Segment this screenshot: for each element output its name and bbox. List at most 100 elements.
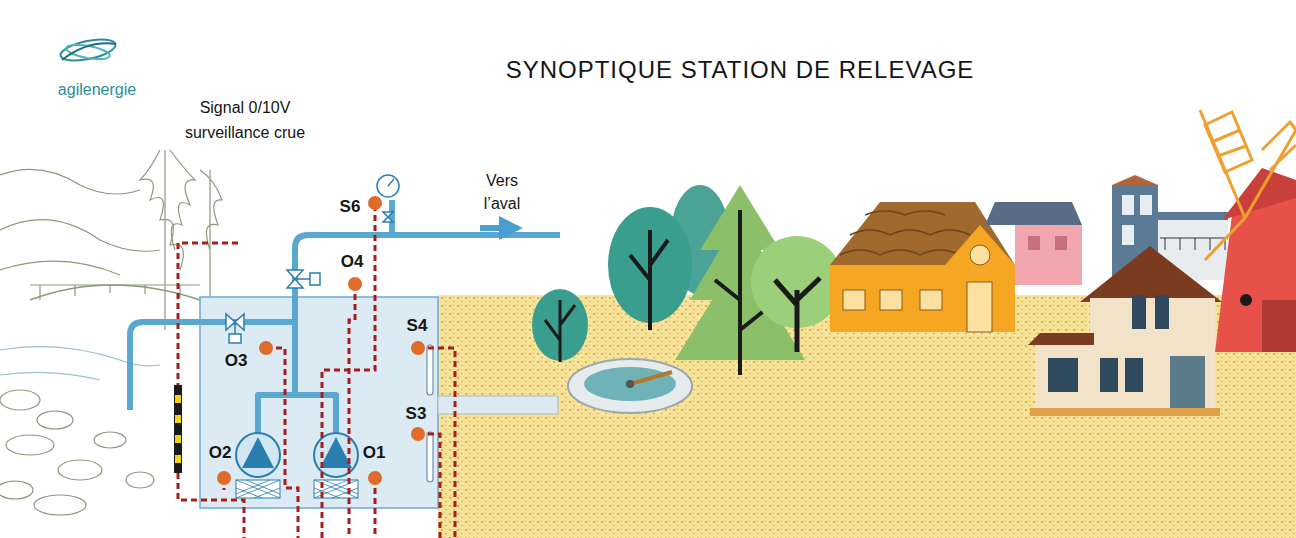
flood-sensor	[175, 415, 181, 423]
orange-house	[967, 282, 992, 332]
level-sensor	[427, 432, 433, 482]
valve-symbol	[287, 270, 320, 288]
cream-house	[1170, 356, 1205, 415]
flood-sensor	[175, 435, 181, 443]
orange-house	[920, 290, 942, 310]
valve-symbol	[226, 314, 244, 343]
orange-house	[970, 245, 990, 265]
cream-house	[1100, 358, 1118, 392]
signal-note: Signal 0/10V surveillance crue	[184, 95, 306, 145]
pink-house	[985, 202, 1082, 285]
pink-house	[1028, 236, 1040, 250]
sketch-landscape	[94, 432, 126, 448]
sketch-landscape	[126, 472, 154, 488]
sketch-landscape	[0, 261, 120, 275]
pipework	[130, 200, 560, 433]
sketch-landscape	[37, 411, 73, 429]
orange-house	[830, 265, 1015, 332]
sensor-tag: S4	[407, 316, 428, 336]
sketch-landscape	[0, 150, 222, 515]
windmill	[1262, 300, 1296, 352]
flood-sensor	[174, 385, 182, 473]
cream-house	[1132, 295, 1146, 329]
sketch-landscape	[0, 347, 160, 366]
sketch-landscape	[0, 372, 100, 380]
clarifier	[630, 372, 672, 384]
pump-symbol	[236, 480, 280, 498]
cream-house	[1048, 358, 1078, 392]
windmill	[1240, 294, 1252, 306]
valve-symbol	[295, 278, 310, 280]
signal-wire	[178, 473, 244, 538]
signal-wire	[178, 205, 455, 538]
pump-symbol	[242, 437, 274, 468]
clarifier	[568, 359, 692, 413]
cream-house	[1090, 298, 1215, 415]
cream-house	[1035, 345, 1093, 415]
valve-symbol	[229, 334, 241, 343]
logo-mark	[59, 35, 118, 64]
valve-symbol	[310, 273, 320, 285]
pipework	[258, 395, 336, 433]
logo-text: agilenergie	[58, 81, 136, 99]
measure-point	[217, 196, 425, 485]
signal-wire	[322, 205, 375, 538]
cream-house	[1125, 358, 1143, 392]
tree	[545, 300, 575, 362]
measure-point	[348, 277, 362, 291]
flood-sensor	[175, 455, 181, 463]
sketch-landscape	[6, 435, 54, 455]
sketch-landscape	[0, 169, 140, 194]
pump-symbol	[236, 480, 280, 498]
orange-house	[830, 202, 1015, 265]
logo-mark	[62, 43, 116, 60]
sensor-tag: S3	[406, 404, 427, 424]
tree	[630, 230, 668, 330]
clarifier	[626, 380, 634, 388]
measure-point	[411, 341, 425, 355]
pink-house	[1015, 225, 1082, 285]
flood-sensor	[175, 395, 181, 403]
pink-house	[985, 202, 1082, 225]
signal-wire	[266, 348, 298, 538]
pink-house	[1055, 236, 1067, 250]
blue-building	[1140, 195, 1152, 215]
windmill	[1205, 112, 1252, 172]
output-tag: O1	[363, 443, 386, 463]
level-sensor	[427, 345, 433, 482]
sensor-tag: S6	[340, 197, 361, 217]
gauge-symbol	[388, 179, 394, 186]
output-tag: O2	[209, 443, 232, 463]
clarifier	[584, 367, 676, 401]
gauge-symbol	[377, 175, 399, 197]
pump-symbol	[236, 433, 280, 477]
flood-sensor	[174, 385, 182, 473]
cream-house	[1155, 295, 1169, 329]
windmill	[1205, 218, 1245, 260]
sketch-landscape	[40, 285, 180, 300]
orange-house	[840, 211, 970, 255]
flow-arrow	[480, 225, 518, 231]
signal-wire	[349, 284, 355, 538]
sketch-landscape	[30, 284, 200, 285]
pump-symbol	[320, 437, 352, 468]
sketch-landscape	[170, 150, 195, 250]
pipework	[389, 200, 395, 235]
blue-building	[1112, 175, 1158, 185]
sketch-landscape	[0, 390, 40, 410]
signal-wire	[374, 478, 377, 538]
blue-building	[1122, 225, 1134, 245]
orange-house	[945, 225, 1015, 265]
flow-note: Vers l’aval	[471, 169, 533, 215]
measure-point	[259, 341, 273, 355]
sketch-landscape	[58, 460, 102, 480]
station-tank	[200, 297, 438, 508]
sketch-landscape	[34, 495, 86, 515]
tree	[775, 278, 820, 352]
windmill	[1262, 122, 1296, 170]
sketch-landscape	[30, 285, 200, 300]
output-tag: O4	[341, 252, 364, 272]
measure-point	[368, 471, 382, 485]
orange-house	[843, 290, 865, 310]
cream-house	[1030, 408, 1220, 416]
